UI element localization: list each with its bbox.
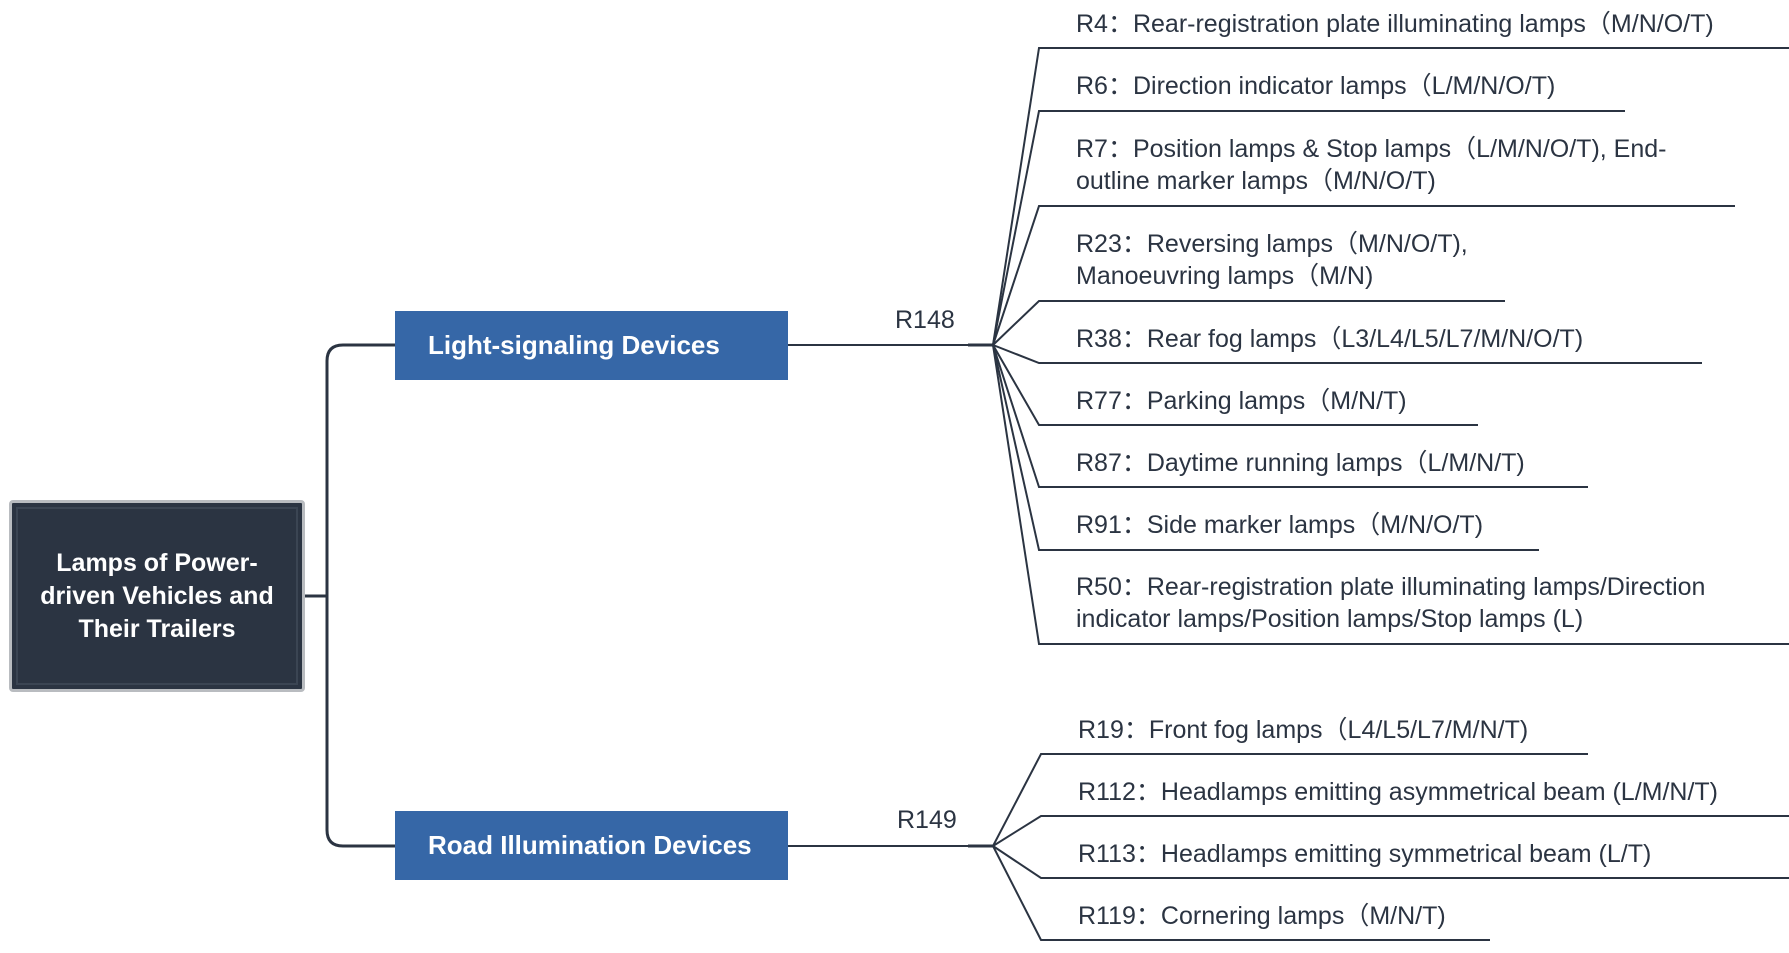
branch-node-light-signaling[interactable]: Light-signaling Devices	[395, 311, 788, 380]
regulation-label-r148: R148	[895, 306, 955, 334]
leaf-node[interactable]: R119：Cornering lamps（M/N/T)	[1078, 902, 1446, 930]
root-label: Lamps of Power-driven Vehicles and Their…	[16, 507, 298, 685]
leaf-node[interactable]: R50：Rear-registration plate illuminating…	[1076, 573, 1706, 633]
leaf-node[interactable]: R23：Reversing lamps（M/N/O/T), Manoeuvrin…	[1076, 230, 1468, 290]
leaf-node[interactable]: R7：Position lamps & Stop lamps（L/M/N/O/T…	[1076, 135, 1667, 195]
leaf-node[interactable]: R113：Headlamps emitting symmetrical beam…	[1078, 840, 1652, 868]
leaf-node[interactable]: R6：Direction indicator lamps（L/M/N/O/T)	[1076, 72, 1556, 100]
leaf-node[interactable]: R38：Rear fog lamps（L3/L4/L5/L7/M/N/O/T)	[1076, 325, 1584, 353]
leaf-node[interactable]: R91：Side marker lamps（M/N/O/T)	[1076, 511, 1484, 539]
leaf-node[interactable]: R87：Daytime running lamps（L/M/N/T)	[1076, 449, 1525, 477]
leaf-node[interactable]: R19：Front fog lamps（L4/L5/L7/M/N/T)	[1078, 716, 1529, 744]
regulation-label-r149: R149	[897, 806, 957, 834]
branch-node-road-illumination[interactable]: Road Illumination Devices	[395, 811, 788, 880]
root-node[interactable]: Lamps of Power-driven Vehicles and Their…	[9, 500, 305, 692]
leaf-node[interactable]: R112：Headlamps emitting asymmetrical bea…	[1078, 778, 1719, 806]
leaf-node[interactable]: R4：Rear-registration plate illuminating …	[1076, 10, 1714, 38]
leaf-node[interactable]: R77：Parking lamps（M/N/T)	[1076, 387, 1407, 415]
branch-label: Light-signaling Devices	[428, 330, 720, 360]
branch-label: Road Illumination Devices	[428, 830, 752, 860]
